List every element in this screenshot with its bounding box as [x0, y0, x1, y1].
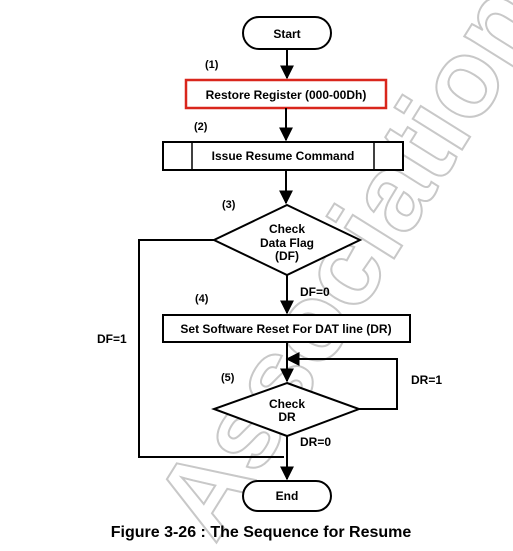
- df0-label: DF=0: [300, 285, 330, 299]
- step-1-number: (1): [205, 59, 219, 71]
- check-df-line2: Data Flag: [260, 236, 314, 250]
- step-3-number: (3): [222, 199, 236, 211]
- end-label: End: [276, 489, 299, 503]
- set-software-reset-label: Set Software Reset For DAT line (DR): [180, 322, 391, 336]
- check-df-line1: Check: [269, 222, 305, 236]
- step-5-number: (5): [221, 372, 235, 384]
- connector-df1-loop: [138, 239, 284, 458]
- dr0-label: DR=0: [300, 435, 331, 449]
- step-2-number: (2): [194, 121, 208, 133]
- set-software-reset-box: [162, 314, 411, 343]
- restore-register-label: Restore Register (000-00Dh): [206, 88, 367, 102]
- figure-caption: Figure 3-26 : The Sequence for Resume: [111, 524, 412, 541]
- check-df-line3: (DF): [275, 249, 299, 263]
- issue-resume-box: [162, 141, 404, 171]
- restore-register-box: [184, 78, 388, 110]
- issue-resume-label: Issue Resume Command: [212, 149, 355, 163]
- end-terminal: [242, 480, 332, 512]
- step-4-number: (4): [195, 293, 209, 305]
- check-dr-line1: Check: [269, 397, 305, 411]
- start-label: Start: [273, 27, 300, 41]
- check-dr-line2: DR: [278, 410, 296, 424]
- connector-dr1-loop: [285, 352, 398, 410]
- df1-label: DF=1: [97, 332, 127, 346]
- dr1-label: DR=1: [411, 373, 442, 387]
